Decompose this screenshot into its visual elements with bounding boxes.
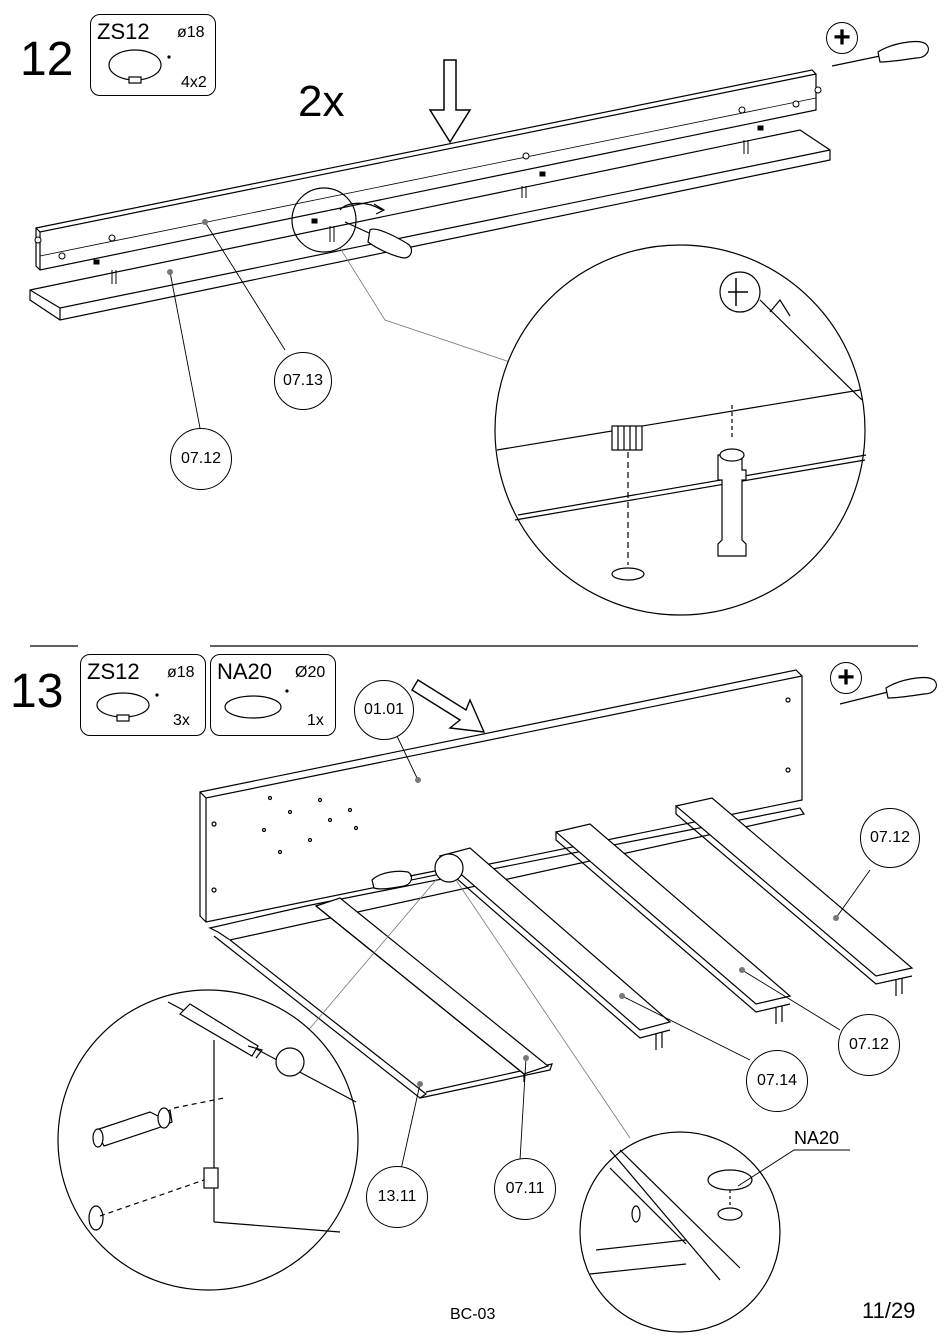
fitting-diameter: ø18	[177, 25, 205, 41]
detail-circle-13-left	[58, 990, 358, 1290]
detail-label-na20: NA20	[794, 1128, 839, 1149]
cam-lock-icon	[93, 685, 163, 729]
fitting-code: ZS12	[87, 661, 140, 683]
phillips-screwdriver-icon: +	[830, 662, 862, 694]
fitting-box-zs12-13: ZS12 ø18 3x	[80, 654, 206, 736]
magnifier-13	[435, 854, 463, 882]
fitting-box-na20: NA20 Ø20 1x	[210, 654, 336, 736]
callout-07-13: 07.13	[274, 352, 332, 410]
callout-07-12-right: 07.12	[860, 808, 920, 868]
callout-13-11: 13.11	[366, 1166, 428, 1228]
callout-01-01: 01.01	[354, 680, 414, 740]
slat-13-11	[316, 898, 548, 1082]
callout-07-14: 07.14	[746, 1050, 808, 1112]
quantity-multiplier: 2x	[298, 80, 344, 124]
step-number-13: 13	[10, 668, 63, 716]
fitting-quantity: 1x	[307, 713, 324, 729]
insert-direction-arrow-13	[412, 680, 484, 732]
model-code: BC-03	[450, 1306, 495, 1324]
fitting-code: NA20	[217, 661, 272, 683]
detail-circle-13-right	[580, 1132, 850, 1332]
callout-07-12: 07.12	[170, 428, 232, 490]
cover-cap-icon	[221, 685, 291, 729]
fitting-quantity: 3x	[173, 713, 190, 729]
callout-07-11: 07.11	[494, 1158, 556, 1220]
step-number-12: 12	[20, 36, 73, 84]
callout-07-12-mid: 07.12	[838, 1014, 900, 1076]
fitting-code: ZS12	[97, 21, 150, 43]
phillips-screwdriver-icon: +	[826, 22, 858, 54]
cam-lock-icon	[105, 45, 175, 89]
detail-circle-12	[495, 245, 866, 615]
fitting-diameter: ø18	[167, 665, 195, 681]
fitting-box-zs12: ZS12 ø18 4x2	[90, 14, 216, 96]
page-number: 11/29	[862, 1298, 915, 1324]
fitting-diameter: Ø20	[295, 665, 325, 681]
insert-direction-arrow	[430, 60, 470, 142]
fitting-quantity: 4x2	[181, 75, 207, 91]
